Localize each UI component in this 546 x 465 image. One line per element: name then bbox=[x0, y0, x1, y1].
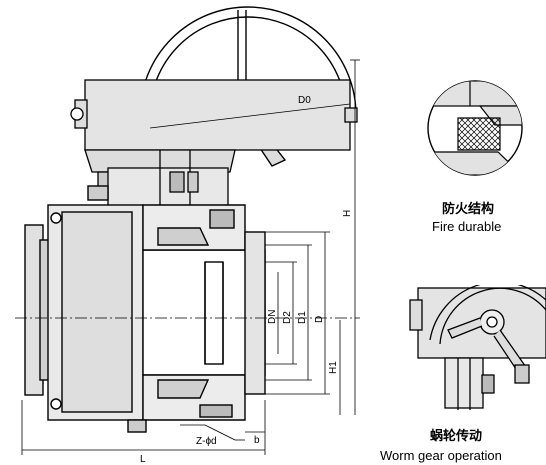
label-d2: D2 bbox=[282, 311, 293, 324]
label-d0: D0 bbox=[298, 95, 311, 106]
worm-caption-cn: 蜗轮传动 bbox=[430, 428, 482, 444]
fire-caption-cn: 防火结构 bbox=[442, 201, 494, 217]
worm-gear-detail bbox=[409, 285, 546, 410]
label-h: H bbox=[342, 210, 353, 217]
label-d: D bbox=[314, 316, 325, 323]
fire-caption-en: Fire durable bbox=[432, 219, 501, 234]
label-h1: H1 bbox=[328, 361, 339, 374]
dimension-lines bbox=[15, 59, 360, 455]
valve-body bbox=[24, 185, 266, 433]
gearbox bbox=[70, 79, 358, 207]
label-b: b bbox=[254, 435, 260, 446]
fire-durable-detail bbox=[427, 80, 523, 176]
label-l: L bbox=[140, 454, 146, 465]
label-dn: DN bbox=[267, 310, 278, 324]
label-d1: D1 bbox=[297, 311, 308, 324]
label-z-phi-d: Z-ϕd bbox=[196, 436, 217, 447]
worm-caption-en: Worm gear operation bbox=[380, 448, 502, 463]
